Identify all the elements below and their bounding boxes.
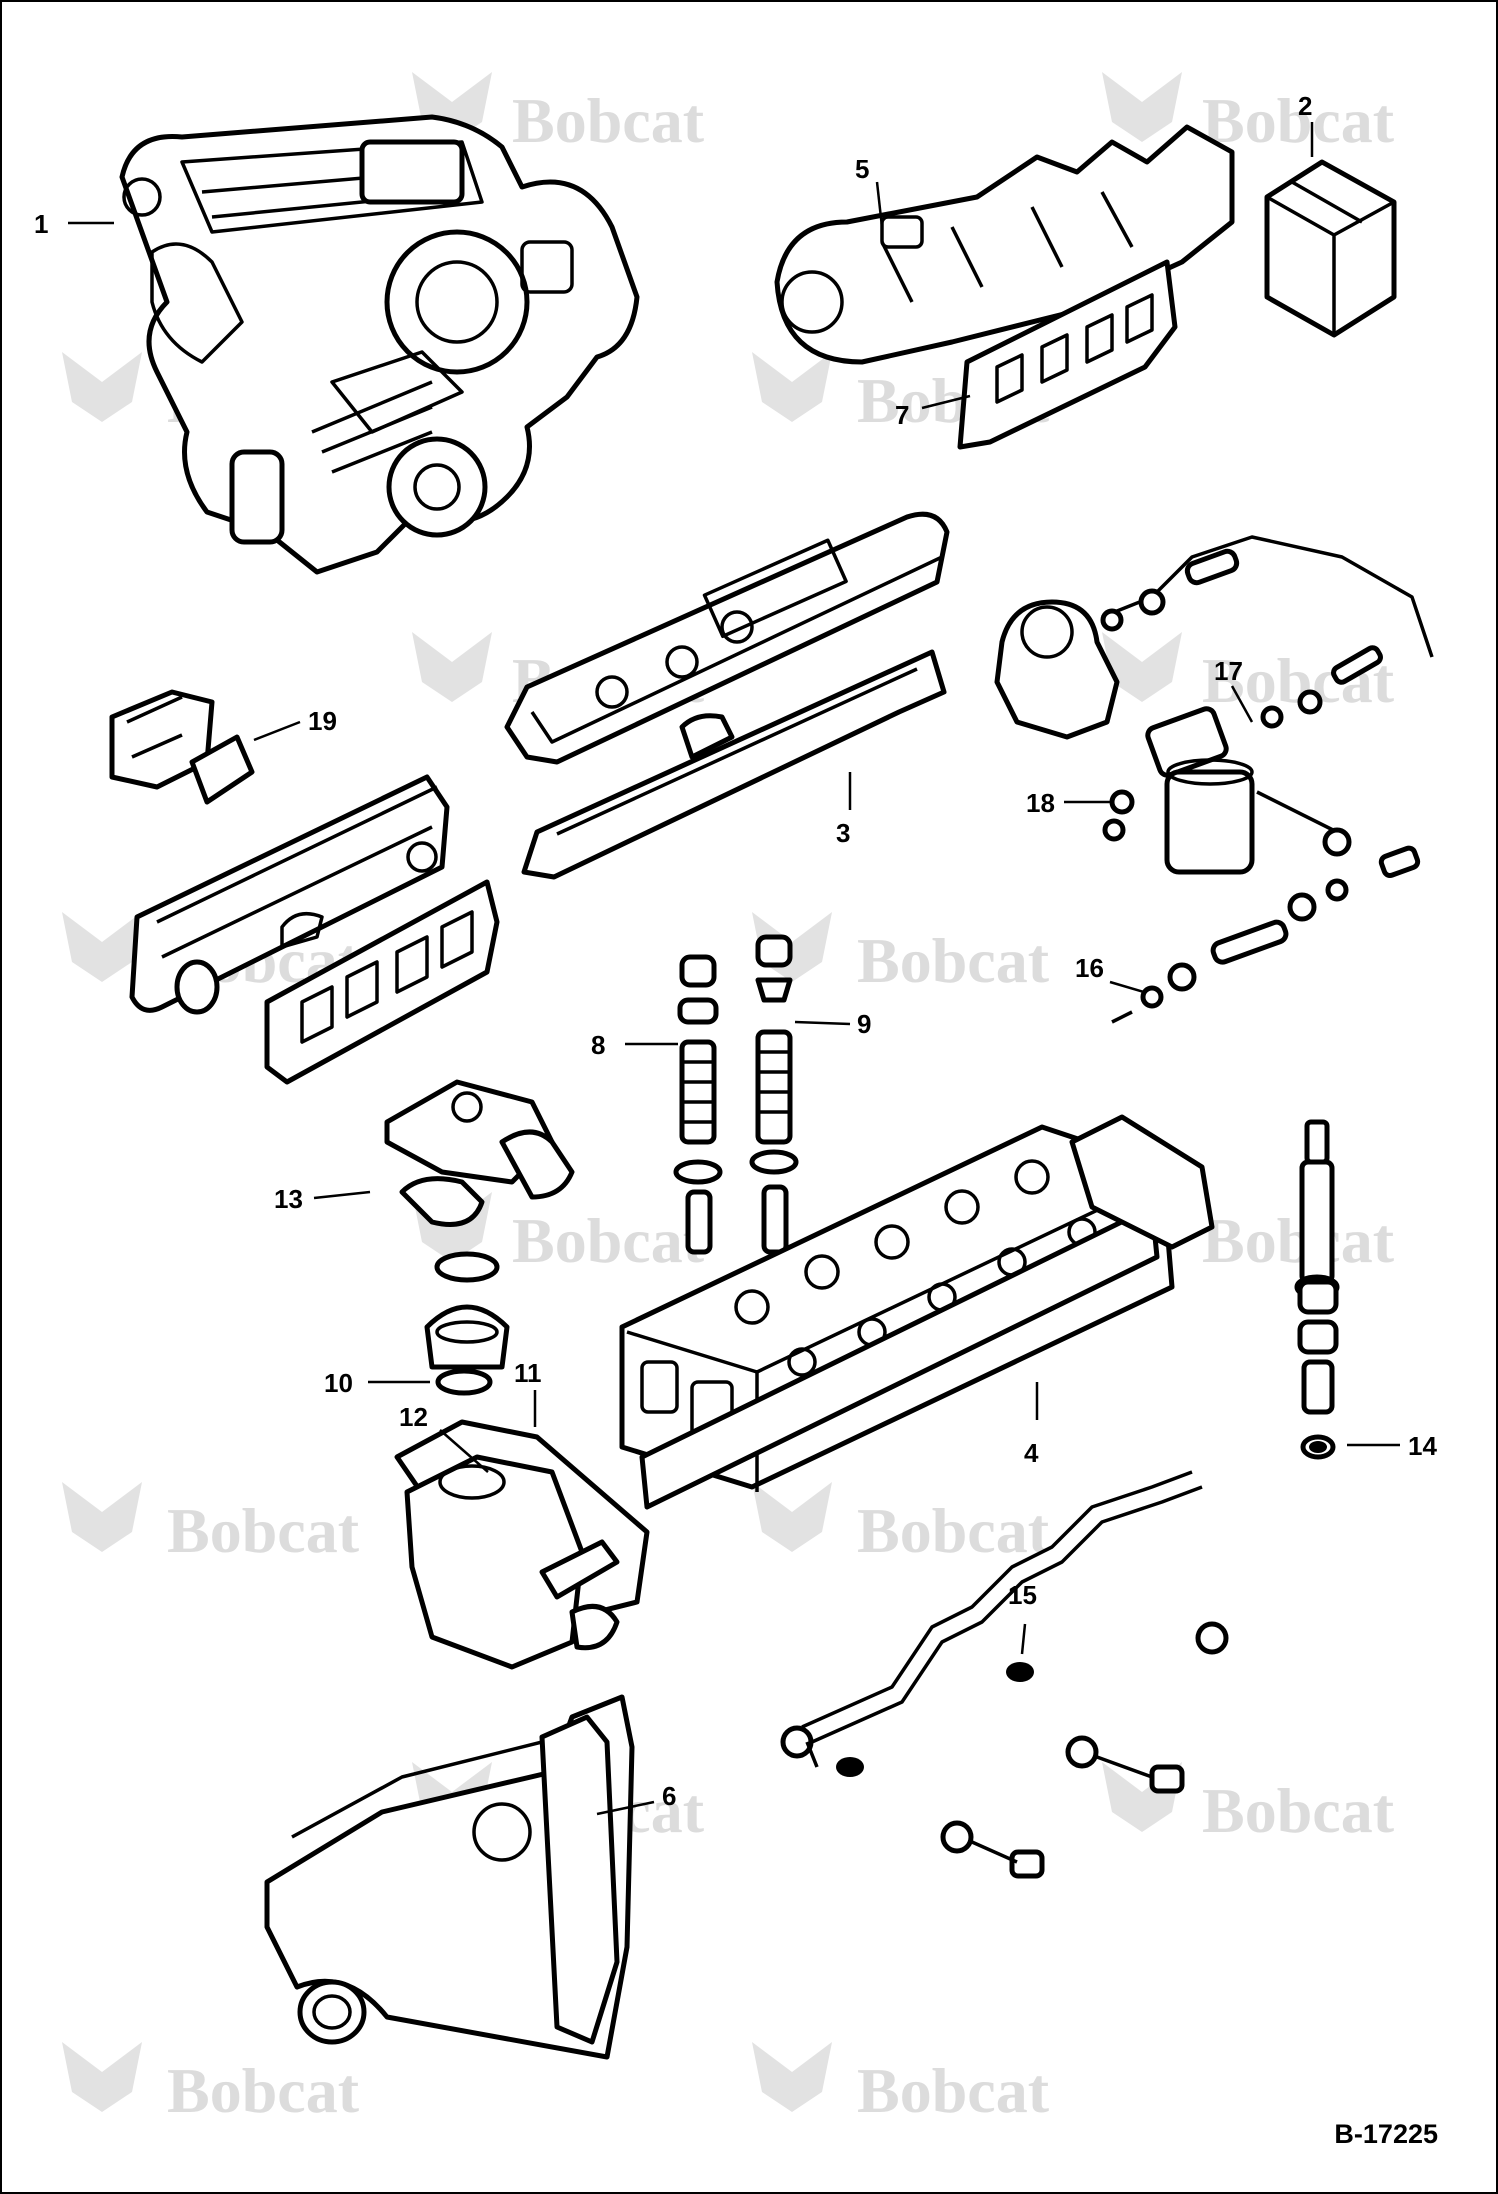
watermark-text: Bobcat [857, 1495, 1050, 1566]
watermark-logo-icon [62, 352, 142, 422]
callout-label: 17 [1214, 656, 1243, 686]
intake-manifold-icon [129, 774, 450, 1015]
callout-17: 17 [1214, 656, 1254, 723]
valve-stem-seal-stack-icon [673, 954, 723, 1255]
callout-label: 19 [308, 706, 337, 736]
callout-15: 15 [1008, 1580, 1037, 1655]
watermark-logo-icon [752, 2042, 832, 2112]
callout-label: 14 [1408, 1431, 1437, 1461]
head-gasket-icon [639, 1114, 1215, 1510]
injector-pipes-icon [780, 1470, 1229, 1879]
callout-label: 3 [836, 818, 850, 848]
thermostat-gasket-icon [399, 1176, 485, 1227]
fuel-filter-icon [1102, 706, 1255, 875]
callout-label: 18 [1026, 788, 1055, 818]
callout-label: 10 [324, 1368, 353, 1398]
callout-6: 6 [596, 1781, 676, 1816]
valve-cover-icon [504, 511, 950, 765]
callout-label: 5 [855, 154, 869, 184]
watermark-text: Bobcat [1202, 1775, 1395, 1846]
callout-label: 13 [274, 1184, 303, 1214]
callout-label: 2 [1298, 91, 1312, 121]
callout-18: 18 [1026, 788, 1110, 818]
thermostat-seal-icon [435, 1368, 493, 1396]
callout-4: 4 [1024, 1382, 1039, 1468]
timing-cover-icon [264, 1694, 635, 2060]
callout-9: 9 [794, 1009, 871, 1039]
callout-label: 15 [1008, 1580, 1037, 1610]
thermostat-housing-icon [384, 1079, 575, 1200]
intake-elbow-icon [109, 689, 255, 805]
watermark-logo-icon [752, 352, 832, 422]
thermostat-ring-icon [434, 1251, 500, 1283]
callout-14: 14 [1347, 1431, 1437, 1461]
callout-10: 10 [324, 1368, 430, 1398]
water-outlet-housing-icon [404, 1454, 620, 1670]
watermark-logo-icon [62, 912, 142, 982]
watermark-logo-icon [412, 632, 492, 702]
watermark-logo-icon [1102, 632, 1182, 702]
callout-label: 1 [34, 209, 48, 239]
callout-12: 12 [399, 1402, 489, 1473]
callout-5: 5 [855, 154, 884, 228]
gasket-kit-box-icon [1264, 159, 1397, 338]
callout-7: 7 [895, 394, 971, 430]
watermark-text: Bobcat [167, 1495, 360, 1566]
callout-label: 11 [514, 1358, 542, 1388]
callout-label: 4 [1024, 1438, 1039, 1468]
callout-label: 12 [399, 1402, 428, 1432]
callout-11: 11 [514, 1358, 542, 1427]
intake-manifold-gasket-icon [264, 879, 500, 1085]
engine-assembly-icon [119, 114, 640, 575]
valve-cover-gasket-icon [521, 649, 947, 880]
watermark-logo-icon [752, 1482, 832, 1552]
fuel-line-fittings-icon [1111, 790, 1421, 1024]
watermark-text: Bobcat [512, 85, 705, 156]
fuel-line-icon [1100, 535, 1434, 729]
watermark-logo-icon [1102, 72, 1182, 142]
watermark-logo-icon [62, 1482, 142, 1552]
callout-label: 16 [1075, 953, 1104, 983]
callout-label: 6 [662, 1781, 676, 1811]
callout-label: 8 [591, 1030, 605, 1060]
watermark-text: Bobcat [167, 2055, 360, 2126]
watermark-text: Bobcat [857, 2055, 1050, 2126]
watermark-text: Bobcat [1202, 85, 1395, 156]
callout-label: 7 [895, 400, 909, 430]
fuel-injector-icon [1294, 1119, 1340, 1460]
exhaust-gasket-icon [957, 259, 1178, 450]
exhaust-manifold-icon [774, 124, 1235, 365]
callout-2: 2 [1298, 91, 1314, 157]
watermark-text: Bobcat [1202, 1205, 1395, 1276]
callout-8: 8 [591, 1030, 678, 1060]
callout-label: 9 [857, 1009, 871, 1039]
valve-spring-stack-icon [749, 934, 799, 1255]
diagram-reference-code: B-17225 [1334, 2119, 1438, 2149]
fuel-pump-icon [994, 599, 1120, 740]
watermark-text: Bobcat [512, 1205, 705, 1276]
watermark-text: Bobcat [857, 925, 1050, 996]
callout-1: 1 [34, 209, 114, 239]
watermark-logo-icon [62, 2042, 142, 2112]
callout-3: 3 [836, 772, 852, 848]
callout-19: 19 [253, 706, 337, 742]
callout-16: 16 [1075, 953, 1145, 994]
callout-13: 13 [274, 1184, 371, 1214]
thermostat-icon [424, 1304, 510, 1370]
